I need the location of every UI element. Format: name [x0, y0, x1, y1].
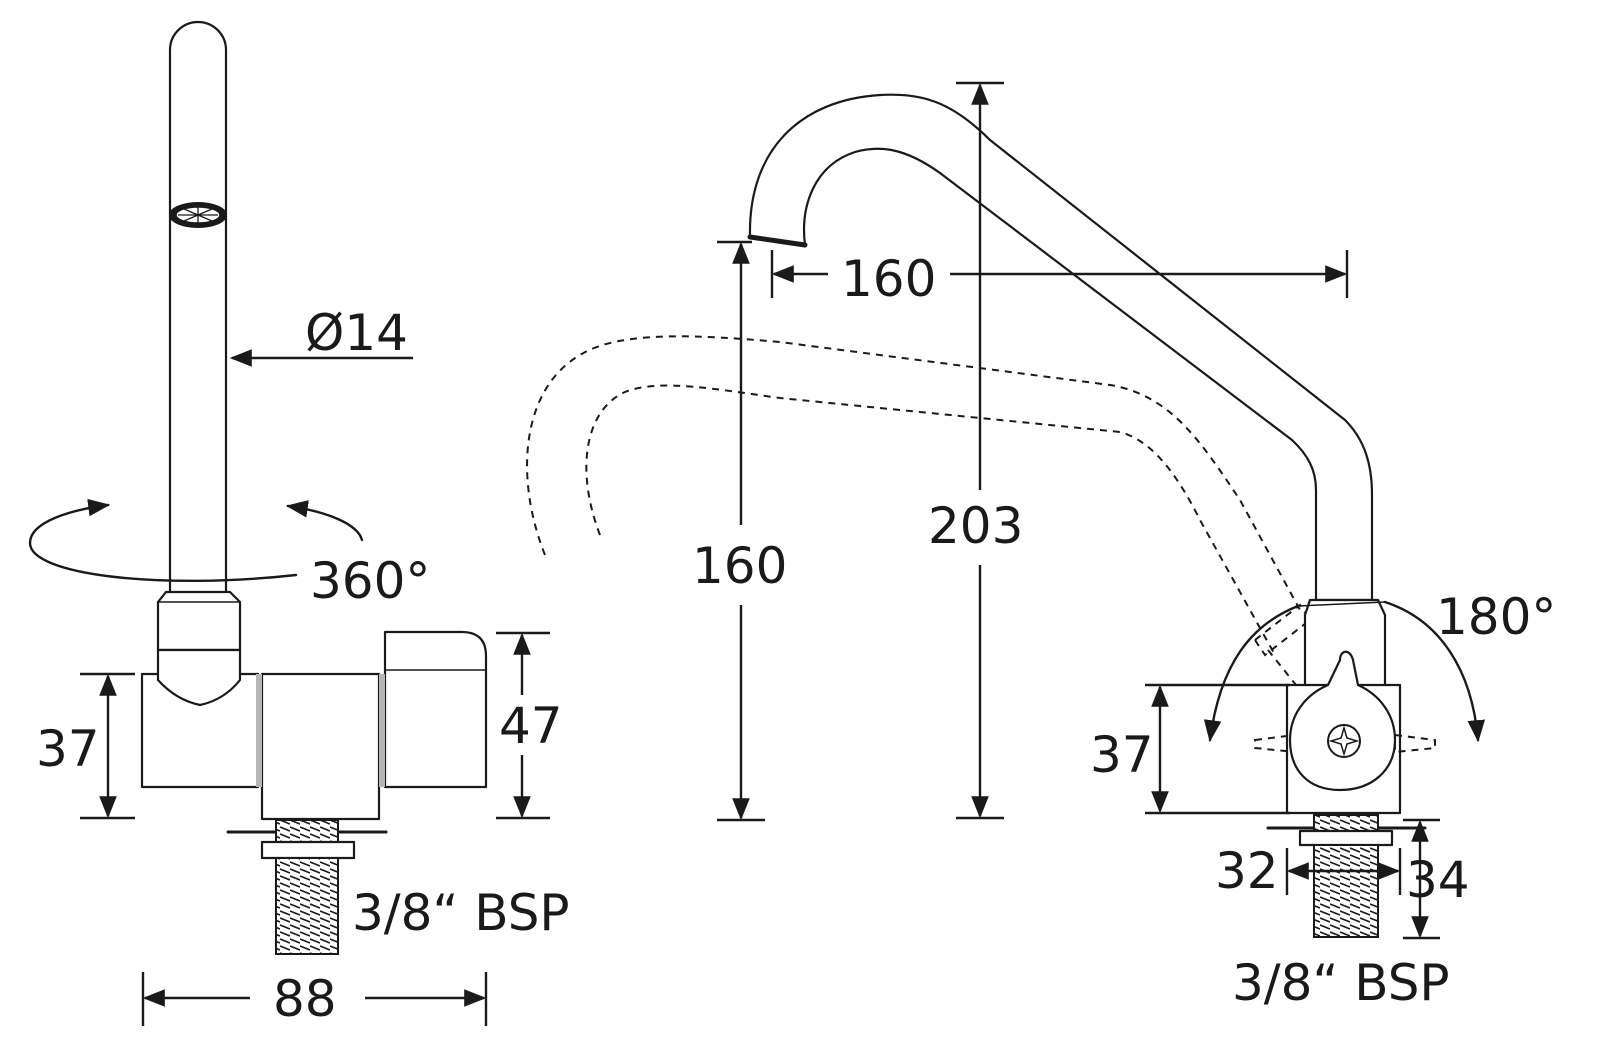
diameter-label: Ø14 [305, 304, 408, 362]
reach-label: 160 [841, 250, 936, 308]
swing-label: 180° [1436, 588, 1556, 646]
front-thread-label: 3/8“ BSP [352, 884, 570, 942]
front-spout [168, 20, 228, 602]
front-collar [156, 590, 242, 652]
front-nut [260, 840, 356, 860]
front-width-label: 88 [273, 970, 337, 1028]
swung-spout-outline [526, 335, 1301, 611]
front-height-label: 37 [36, 720, 100, 778]
rotation-arrow-icon [28, 498, 298, 583]
side-body-height-label: 37 [1090, 726, 1154, 784]
front-thread-lower [275, 857, 339, 955]
spout-height-label: 160 [692, 537, 787, 595]
swing-arc-left-icon [1203, 604, 1300, 743]
thread-diameter-label: 32 [1215, 842, 1279, 900]
side-view: 180° 160 160 203 37 32 34 [526, 81, 1556, 1012]
thread-length-label: 34 [1406, 851, 1470, 909]
rotation-arrow-back-icon [285, 500, 364, 542]
side-thread-upper [1313, 814, 1379, 832]
side-handle [1288, 650, 1397, 792]
rotation-label: 360° [310, 552, 430, 610]
front-joint [156, 648, 242, 707]
front-thread-upper [275, 819, 339, 843]
side-thread-lower [1313, 844, 1379, 938]
handle-screw-icon [1327, 724, 1361, 758]
front-view: 360° Ø14 37 47 3/8“ BSP 88 [28, 20, 570, 1028]
side-thread-label: 3/8“ BSP [1232, 954, 1450, 1012]
lever-height-label: 47 [499, 697, 563, 755]
side-spout [748, 93, 1374, 602]
front-lever [383, 630, 488, 789]
side-nut [1298, 829, 1394, 847]
total-height-label: 203 [928, 497, 1023, 555]
aerator-icon [169, 202, 227, 228]
swing-arc-right-icon [1383, 600, 1486, 743]
front-body-center [260, 672, 381, 821]
